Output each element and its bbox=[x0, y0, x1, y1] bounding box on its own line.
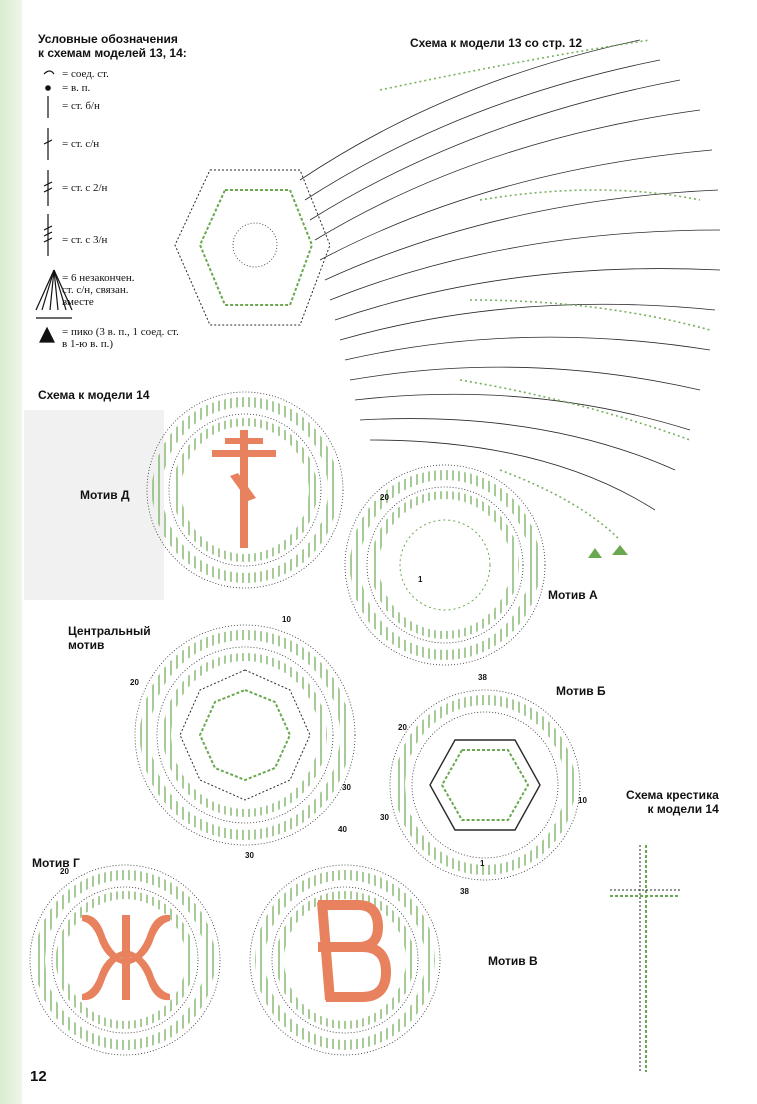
legend-label-dtr: = ст. с 3/н bbox=[62, 234, 108, 246]
row-number: 20 bbox=[380, 493, 389, 502]
heading-model-13: Схема к модели 13 со стр. 12 bbox=[410, 36, 583, 50]
motif-b-circle bbox=[389, 689, 581, 881]
dtr-symbol bbox=[43, 214, 53, 256]
row-number: 10 bbox=[578, 796, 587, 805]
motif-d-circle bbox=[146, 391, 344, 589]
picot-symbol bbox=[39, 326, 55, 343]
page-edge bbox=[0, 0, 22, 1104]
page-number: 12 bbox=[30, 1068, 47, 1085]
row-number: 30 bbox=[245, 851, 254, 860]
orthodox-cross-shape bbox=[212, 430, 276, 548]
legend-label-tr: = ст. с 2/н bbox=[62, 182, 108, 194]
legend: Условные обозначения к схемам моделей 13… bbox=[38, 32, 218, 66]
letter-v-shape bbox=[317, 900, 392, 1002]
legend-title: Условные обозначения к схемам моделей 13… bbox=[38, 32, 187, 60]
legend-label-cluster: = 6 незакончен. ст. с/н, связан. вместе bbox=[62, 272, 135, 308]
row-number: 1 bbox=[480, 859, 485, 868]
letter-zh-shape bbox=[82, 914, 170, 1001]
cluster-symbol bbox=[35, 269, 73, 319]
label-motif-b: Мотив Б bbox=[556, 684, 606, 698]
row-number: 40 bbox=[338, 825, 347, 834]
heading-cross-schema: Схема крестика к модели 14 bbox=[626, 788, 719, 816]
row-number: 30 bbox=[380, 813, 389, 822]
central-motif-circle bbox=[134, 624, 356, 846]
motif-a-circle bbox=[344, 464, 546, 666]
label-motif-d: Мотив Д bbox=[80, 488, 130, 502]
chain-symbol bbox=[45, 85, 51, 91]
row-number: 10 bbox=[282, 615, 291, 624]
tr-symbol bbox=[43, 170, 53, 206]
row-number: 20 bbox=[60, 867, 69, 876]
model-14-schema bbox=[29, 391, 581, 1056]
heading-model-14: Схема к модели 14 bbox=[38, 388, 150, 402]
row-number: 38 bbox=[478, 673, 487, 682]
label-motif-v: Мотив В bbox=[488, 954, 538, 968]
legend-label-slip: = соед. ст. bbox=[62, 68, 109, 80]
slip-stitch-symbol bbox=[43, 70, 55, 75]
motif-v-circle bbox=[249, 864, 441, 1056]
row-number: 30 bbox=[342, 783, 351, 792]
dc-symbol bbox=[43, 128, 53, 160]
legend-label-dc: = ст. с/н bbox=[62, 138, 100, 150]
row-number: 38 bbox=[460, 887, 469, 896]
legend-symbols bbox=[35, 70, 73, 343]
label-central-motif: Центральный мотив bbox=[68, 624, 151, 652]
faded-background-photo bbox=[24, 410, 164, 600]
label-motif-a: Мотив А bbox=[548, 588, 598, 602]
small-cross-schema bbox=[610, 845, 680, 1072]
legend-label-chain: = в. п. bbox=[62, 82, 91, 94]
label-motif-g: Мотив Г bbox=[32, 856, 80, 870]
row-number: 20 bbox=[130, 678, 139, 687]
legend-label-picot: = пико (3 в. п., 1 соед. ст. в 1-ю в. п.… bbox=[62, 326, 179, 350]
legend-label-sc: = ст. б/н bbox=[62, 100, 100, 112]
row-number: 20 bbox=[398, 723, 407, 732]
row-number: 1 bbox=[418, 575, 423, 584]
model-13-schema bbox=[174, 39, 721, 558]
motif-g-circle bbox=[29, 864, 221, 1056]
